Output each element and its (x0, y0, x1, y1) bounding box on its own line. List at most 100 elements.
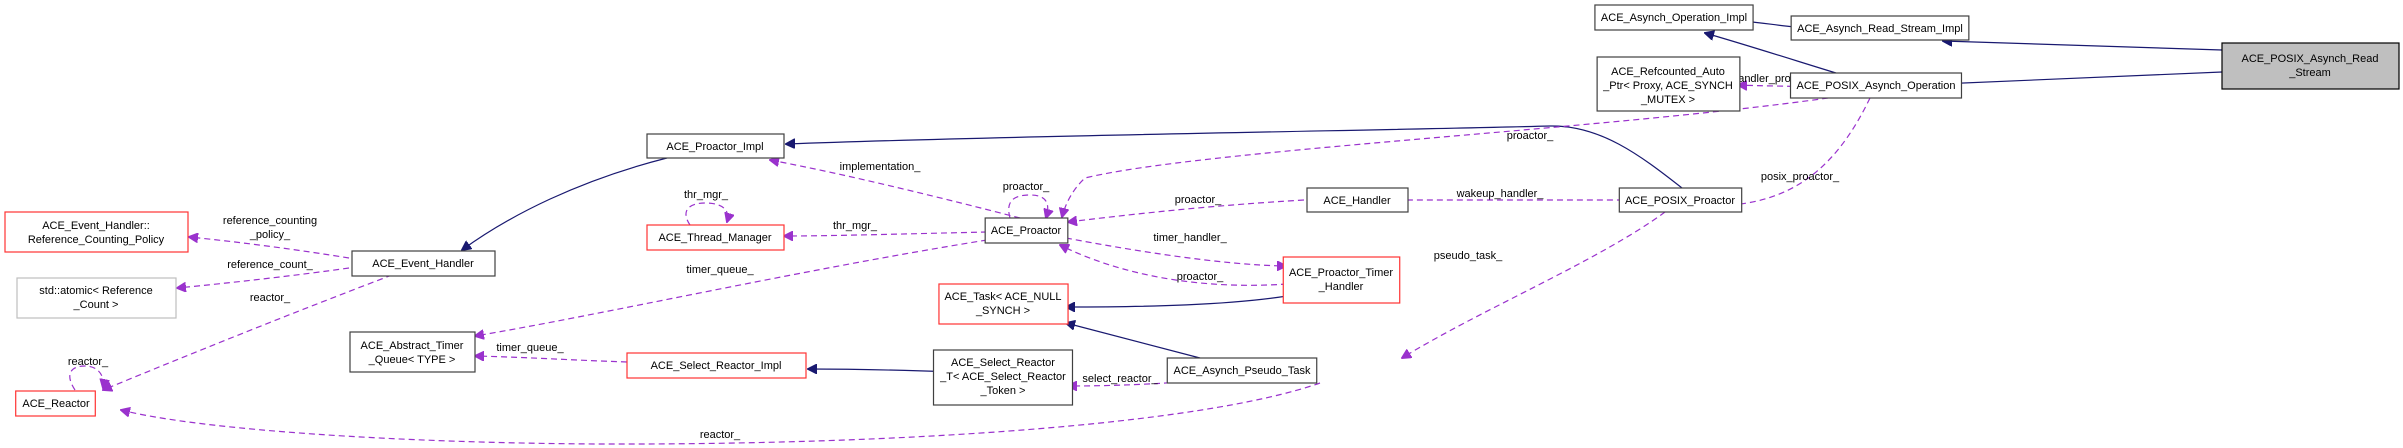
edge-timer-handler (1065, 237, 1286, 266)
node-label: ACE_Reactor (22, 398, 90, 410)
node-reference-counting-policy[interactable]: ACE_Event_Handler:: Reference_Counting_P… (4, 211, 189, 253)
node-label: _SYNCH > (975, 305, 1030, 317)
node-ace-select-reactor-t[interactable]: ACE_Select_Reactor _T< ACE_Select_Reacto… (932, 349, 1074, 406)
edge-label: _policy_ (249, 229, 291, 241)
edge-handler-proactor (1068, 199, 1305, 222)
node-label: ACE_POSIX_Asynch_Read (2242, 53, 2379, 65)
edge-event-handler-reactor (103, 274, 393, 390)
edge-label: timer_queue_ (686, 264, 754, 276)
node-label: ACE_Refcounted_Auto (1611, 66, 1725, 78)
edge-pseudo-task-reactor (121, 382, 1321, 445)
node-ace-task-null-synch[interactable]: ACE_Task< ACE_NULL _SYNCH > (938, 283, 1069, 325)
node-label: ACE_Event_Handler (372, 258, 474, 270)
node-label: _Stream (2288, 67, 2331, 79)
node-label: ACE_Task< ACE_NULL (944, 291, 1061, 303)
node-label: _Queue< TYPE > (368, 354, 456, 366)
node-label: ACE_Asynch_Pseudo_Task (1174, 365, 1311, 377)
edge-label: pseudo_task_ (1434, 250, 1503, 262)
edge-label: timer_queue_ (496, 342, 564, 354)
node-label: ACE_Select_Reactor_Impl (651, 360, 782, 372)
node-ace-asynch-pseudo-task[interactable]: ACE_Asynch_Pseudo_Task (1166, 357, 1318, 384)
edge-label: select_reactor_ (1082, 373, 1158, 385)
edge-timer-handler-proactor (1060, 245, 1288, 286)
edge-label: proactor_ (1177, 271, 1224, 283)
edge-proactor-self (1008, 194, 1048, 218)
edge-label: proactor_ (1507, 130, 1554, 142)
edge-reference-counting-policy (189, 237, 350, 259)
edge-label: reference_counting (223, 215, 317, 227)
edge-posix-read-stream-to-posix-operation (1940, 71, 2223, 84)
node-std-atomic-reference-count[interactable]: std::atomic< Reference _Count > (16, 277, 177, 319)
node-ace-posix-proactor[interactable]: ACE_POSIX_Proactor (1618, 187, 1743, 213)
edge-labels: handler_proxy_ proactor_ posix_proactor_… (68, 73, 1840, 441)
node-ace-reactor[interactable]: ACE_Reactor (15, 390, 96, 417)
edge-select-timer-queue (475, 356, 628, 363)
node-ace-posix-asynch-read-stream[interactable]: ACE_POSIX_Asynch_Read _Stream (2221, 42, 2400, 90)
node-ace-handler[interactable]: ACE_Handler (1306, 187, 1409, 213)
node-label: ACE_Handler (1323, 195, 1391, 207)
inheritance-edges (462, 19, 2223, 372)
node-ace-proactor-impl[interactable]: ACE_Proactor_Impl (646, 133, 785, 159)
node-ace-refcounted-auto-ptr[interactable]: ACE_Refcounted_Auto _Ptr< Proxy, ACE_SYN… (1596, 56, 1741, 112)
node-label: ACE_Select_Reactor (951, 357, 1055, 369)
node-label: ACE_POSIX_Proactor (1625, 195, 1735, 207)
edge-proactor-timer-queue (475, 239, 988, 336)
edge-label: reactor_ (250, 292, 291, 304)
node-ace-event-handler[interactable]: ACE_Event_Handler (351, 250, 496, 277)
node-label: ACE_Proactor_Impl (666, 141, 763, 153)
edge-label: posix_proactor_ (1761, 171, 1840, 183)
node-label: ACE_Event_Handler:: (42, 220, 150, 232)
edge-reactor-self (69, 365, 104, 391)
edge-implementation (770, 160, 1021, 219)
edge-posix-operation-to-operation-impl (1705, 33, 1837, 74)
edge-label: reactor_ (68, 356, 109, 368)
node-label: _Token > (980, 385, 1026, 397)
node-label: Reference_Counting_Policy (28, 234, 165, 246)
node-label: ACE_Proactor_Timer (1289, 267, 1393, 279)
node-ace-asynch-read-stream-impl[interactable]: ACE_Asynch_Read_Stream_Impl (1790, 15, 1970, 41)
node-ace-thread-manager[interactable]: ACE_Thread_Manager (646, 224, 785, 251)
node-label: ACE_Thread_Manager (658, 232, 771, 244)
edge-pseudo-task-to-task (1066, 323, 1201, 359)
edge-label: wakeup_handler_ (1456, 188, 1545, 200)
edge-reference-count (177, 267, 350, 288)
edge-label: timer_handler_ (1153, 232, 1227, 244)
node-label: _Handler (1318, 281, 1364, 293)
node-label: ACE_Asynch_Operation_Impl (1601, 12, 1747, 24)
edge-label: thr_mgr_ (684, 189, 729, 201)
node-label: ACE_Proactor (991, 225, 1062, 237)
node-label: _Ptr< Proxy, ACE_SYNCH (1602, 80, 1733, 92)
edge-label: proactor_ (1175, 194, 1222, 206)
node-ace-proactor-timer-handler[interactable]: ACE_Proactor_Timer _Handler (1282, 256, 1401, 304)
edge-label: reference_count_ (227, 259, 313, 271)
edge-label: thr_mgr_ (833, 220, 878, 232)
node-ace-proactor[interactable]: ACE_Proactor (984, 217, 1069, 244)
edge-pseudo-task (1402, 211, 1666, 358)
node-label: _Count > (73, 299, 119, 311)
edge-thr-mgr (784, 232, 988, 236)
edge-posix-operation-proactor (1062, 97, 1829, 217)
node-label: std::atomic< Reference (39, 285, 152, 297)
node-label: _MUTEX > (1640, 94, 1695, 106)
node-label: ACE_Abstract_Timer (361, 340, 464, 352)
node-label: _T< ACE_Select_Reactor (939, 371, 1066, 383)
edge-select-reactor-t-to-impl (808, 369, 955, 372)
edge-thr-mgr-self (685, 202, 728, 226)
node-ace-posix-asynch-operation[interactable]: ACE_POSIX_Asynch_Operation (1789, 72, 1963, 99)
usage-edges (69, 85, 1871, 445)
edge-posix-read-stream-to-read-stream-impl (1943, 41, 2223, 51)
edge-label: handler_proxy_ (1732, 73, 1809, 85)
node-label: ACE_Asynch_Read_Stream_Impl (1797, 23, 1963, 35)
edge-label: implementation_ (840, 161, 922, 173)
edge-label: proactor_ (1003, 181, 1050, 193)
node-ace-abstract-timer-queue[interactable]: ACE_Abstract_Timer _Queue< TYPE > (349, 331, 476, 373)
node-ace-asynch-operation-impl[interactable]: ACE_Asynch_Operation_Impl (1594, 4, 1754, 31)
edge-timer-handler-to-task (1066, 295, 1288, 307)
edge-posix-proactor (1730, 97, 1871, 205)
edge-label: reactor_ (700, 429, 741, 441)
edge-event-handler-to-proactor-impl (462, 157, 668, 250)
node-label: ACE_POSIX_Asynch_Operation (1797, 80, 1956, 92)
node-ace-select-reactor-impl[interactable]: ACE_Select_Reactor_Impl (626, 352, 807, 379)
edge-posix-proactor-to-proactor-impl (786, 125, 1683, 189)
